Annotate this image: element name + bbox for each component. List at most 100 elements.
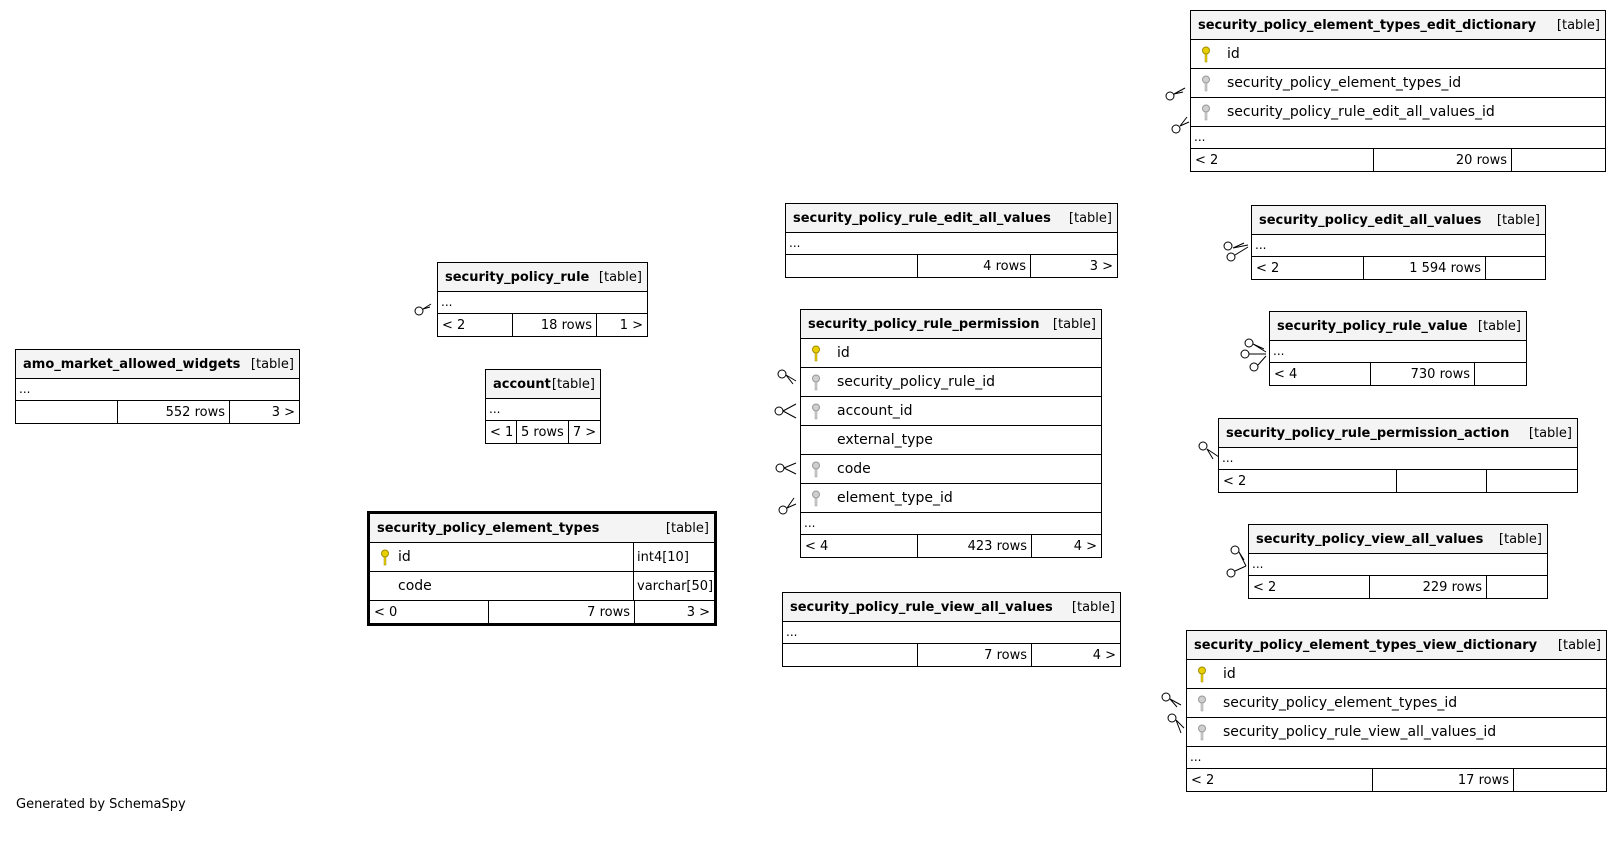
row-count: 5 rows [517,421,569,443]
children-link[interactable] [1512,149,1605,171]
more-columns: ... [1219,448,1577,470]
table-security-policy-view-all-values[interactable]: security_policy_view_all_values [table] … [1248,524,1548,599]
table-name[interactable]: security_policy_element_types_view_dicti… [1194,637,1538,653]
table-name[interactable]: security_policy_edit_all_values [1259,212,1482,228]
table-tag: [table] [1477,318,1521,334]
table-security-policy-rule[interactable]: security_policy_rule [table] ... < 2 18 … [437,262,648,337]
table-name[interactable]: security_policy_rule_permission [808,316,1040,332]
column-name: security_policy_rule_view_all_values_id [1223,724,1497,740]
table-security-policy-rule-permission[interactable]: security_policy_rule_permission [table] … [800,309,1102,558]
more-columns: ... [1187,747,1606,769]
children-link[interactable] [1487,470,1577,492]
table-name[interactable]: security_policy_rule_edit_all_values [793,210,1051,226]
parents-link[interactable]: < 1 [486,421,517,443]
table-security-policy-rule-permission-action[interactable]: security_policy_rule_permission_action [… [1218,418,1578,493]
column-row[interactable]: security_policy_element_types_id [1187,689,1606,718]
table-name[interactable]: security_policy_view_all_values [1256,531,1484,547]
table-account[interactable]: account [table] ... < 1 5 rows 7 > [485,369,601,444]
table-name[interactable]: security_policy_rule_permission_action [1226,425,1510,441]
table-name[interactable]: amo_market_allowed_widgets [23,356,241,372]
column-row[interactable]: account_id [801,397,1101,426]
children-link[interactable] [1487,576,1547,598]
parents-link[interactable] [783,644,918,666]
children-link[interactable]: 7 > [572,424,597,440]
column-row[interactable]: external_type [801,426,1101,455]
table-tag: [table] [665,520,709,536]
table-security-policy-element-types-edit-dictionary[interactable]: security_policy_element_types_edit_dicti… [1190,10,1606,172]
table-name[interactable]: security_policy_element_types [377,520,600,536]
parents-link[interactable] [786,255,918,277]
table-header: security_policy_rule_permission [table] [801,310,1101,339]
table-security-policy-element-types-view-dictionary[interactable]: security_policy_element_types_view_dicti… [1186,630,1607,792]
fk-edge-permission-code [775,462,797,475]
column-row[interactable]: id [1191,40,1605,69]
parents-link[interactable]: < 2 [1219,470,1397,492]
column-row[interactable]: security_policy_rule_id [801,368,1101,397]
column-row[interactable]: security_policy_rule_edit_all_values_id [1191,98,1605,127]
column-row[interactable]: id int4[10] [370,543,714,572]
table-name[interactable]: security_policy_rule_view_all_values [790,599,1053,615]
row-count: 1 594 rows [1364,257,1486,279]
parents-link[interactable]: < 2 [1191,149,1374,171]
generator-credit: Generated by SchemaSpy [16,797,186,812]
fk-edge-rule-value [1240,338,1267,372]
table-name[interactable]: security_policy_rule [445,269,590,285]
more-columns: ... [1270,341,1526,363]
foreign-key-icon [812,461,820,478]
children-link[interactable]: 3 > [1089,258,1113,274]
table-header: security_policy_rule_edit_all_values [ta… [786,204,1117,233]
table-footer: 7 rows 4 > [783,644,1120,666]
table-security-policy-rule-view-all-values[interactable]: security_policy_rule_view_all_values [ta… [782,592,1121,667]
parents-link[interactable]: < 4 [801,535,918,557]
parents-link[interactable]: < 2 [1249,576,1370,598]
table-name[interactable]: security_policy_element_types_edit_dicti… [1198,17,1537,33]
column-row[interactable]: element_type_id [801,484,1101,513]
table-tag: [table] [1052,316,1096,332]
more-columns: ... [1191,127,1605,149]
column-row[interactable]: security_policy_element_types_id [1191,69,1605,98]
table-amo-market-allowed-widgets[interactable]: amo_market_allowed_widgets [table] ... 5… [15,349,300,424]
row-count: 7 rows [918,644,1032,666]
parents-link[interactable]: < 2 [438,314,513,336]
table-tag: [table] [1557,637,1601,653]
column-row[interactable]: id [1187,660,1606,689]
parents-link[interactable]: < 0 [370,601,489,623]
parents-link[interactable]: < 2 [1252,257,1364,279]
column-row[interactable]: code varchar[50] [370,572,714,601]
children-link[interactable]: 3 > [271,404,295,420]
column-type: varchar[50] [633,572,714,600]
children-link[interactable]: 1 > [619,317,643,333]
children-link[interactable] [1475,363,1526,385]
table-footer: < 2 [1219,470,1577,492]
children-link[interactable]: 4 > [1073,538,1097,554]
row-count: 423 rows [918,535,1032,557]
children-link[interactable] [1514,769,1606,791]
parents-link[interactable]: < 2 [1187,769,1373,791]
column-row[interactable]: code [801,455,1101,484]
column-row[interactable]: id [801,339,1101,368]
parents-link[interactable]: < 4 [1270,363,1371,385]
table-name[interactable]: account [493,376,551,392]
table-tag: [table] [1496,212,1540,228]
table-footer: 552 rows 3 > [16,401,299,423]
table-security-policy-rule-edit-all-values[interactable]: security_policy_rule_edit_all_values [ta… [785,203,1118,278]
parents-link[interactable] [16,401,118,423]
children-link[interactable]: 4 > [1092,647,1116,663]
table-name[interactable]: security_policy_rule_value [1277,318,1468,334]
fk-edge-edit-all-values [1223,241,1249,262]
table-security-policy-rule-value[interactable]: security_policy_rule_value [table] ... <… [1269,311,1527,386]
row-count: 18 rows [513,314,597,336]
column-row[interactable]: security_policy_rule_view_all_values_id [1187,718,1606,747]
table-tag: [table] [551,376,595,392]
children-link[interactable]: 3 > [686,604,710,620]
table-tag: [table] [1068,210,1112,226]
table-security-policy-element-types[interactable]: security_policy_element_types [table] id… [367,511,717,626]
foreign-key-icon [1198,724,1206,741]
table-footer: < 2 20 rows [1191,149,1605,171]
children-link[interactable] [1486,257,1545,279]
table-security-policy-edit-all-values[interactable]: security_policy_edit_all_values [table] … [1251,205,1546,280]
row-count: 229 rows [1370,576,1487,598]
fk-edge-permission-element-type-id [778,497,797,515]
column-name: code [398,578,432,594]
primary-key-icon [812,345,820,362]
